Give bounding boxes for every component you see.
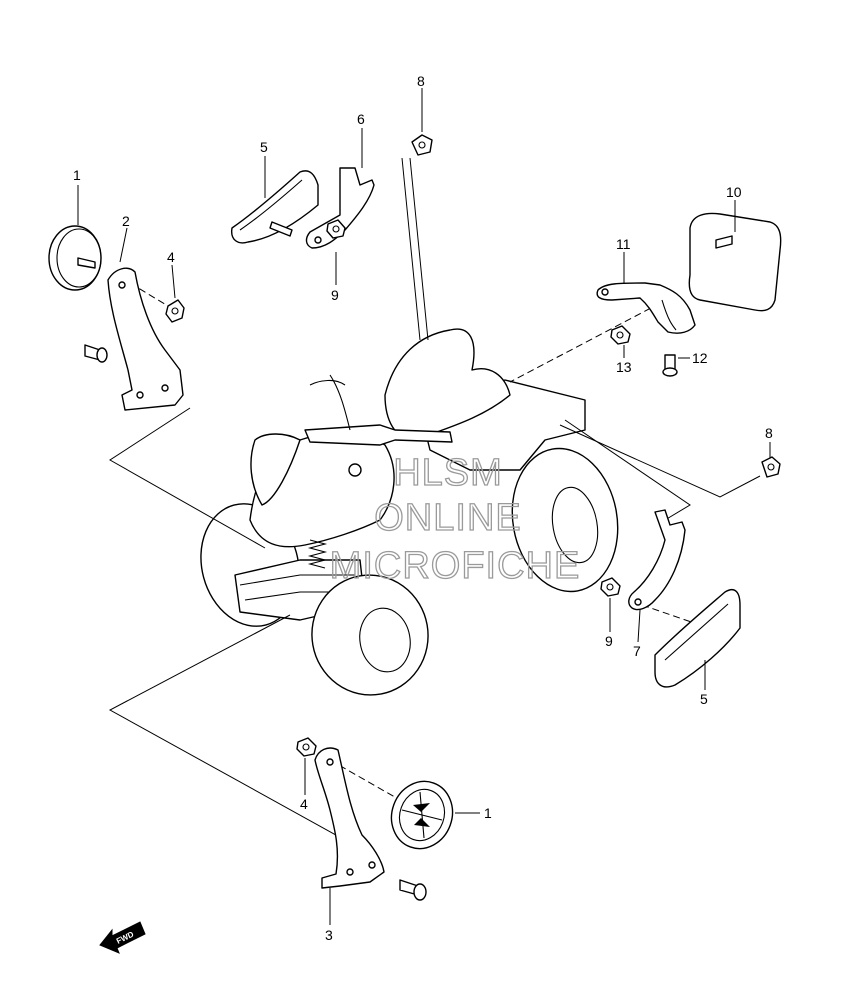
nut-right: [610, 325, 631, 345]
callout-2: 2: [122, 213, 130, 229]
callouts: 1 2 4 5 6 8 9 10 11 12 13 8 9 7 5 4 1 3: [73, 73, 773, 943]
bracket-top-left: [107, 267, 184, 411]
nut-top-center: [326, 219, 346, 239]
watermark-line-1: HLSM: [393, 452, 503, 494]
bolt-top-center: [411, 134, 433, 156]
reflector-rect-top-center: [231, 170, 319, 244]
reflector-round-top-left: [48, 225, 102, 291]
callout-5-right: 5: [700, 691, 708, 707]
callout-4-bottom: 4: [300, 796, 308, 812]
fwd-arrow-icon: FWD: [99, 921, 146, 954]
bracket-top-center: [305, 167, 375, 249]
callout-13: 13: [616, 359, 632, 375]
callout-1-bottom: 1: [484, 805, 492, 821]
nut-top-left: [165, 299, 185, 323]
callout-5-top: 5: [260, 139, 268, 155]
callout-leaders: [77, 88, 771, 925]
bolt-right: [761, 456, 781, 478]
nut-lower: [296, 737, 317, 757]
callout-9-top: 9: [331, 287, 339, 303]
watermark-line-3: MICROFICHE: [330, 545, 581, 587]
nut-right-lower: [600, 577, 621, 597]
callout-6: 6: [357, 111, 365, 127]
callout-1-top: 1: [73, 167, 81, 183]
callout-11: 11: [616, 236, 631, 252]
screw-left: [84, 344, 108, 363]
callout-3: 3: [325, 927, 333, 943]
screw-lower: [399, 879, 427, 901]
bracket-right: [628, 509, 686, 611]
atv-body: [200, 328, 619, 696]
callout-8-top: 8: [417, 73, 425, 89]
bracket-lower: [314, 747, 385, 889]
reflector-rect-right: [654, 588, 741, 688]
callout-10: 10: [726, 184, 742, 200]
reflector-rect-top-right: [688, 212, 782, 312]
watermark-line-2: ONLINE: [374, 497, 521, 539]
callout-12: 12: [692, 350, 708, 366]
callout-4-top: 4: [167, 249, 175, 265]
watermark: HLSM ONLINE MICROFICHE: [329, 451, 581, 587]
callout-8-right: 8: [765, 425, 773, 441]
callout-7: 7: [633, 643, 641, 659]
screw-right: [662, 354, 678, 377]
bracket-top-right: [596, 282, 696, 334]
reflector-round-lower: [390, 780, 454, 850]
callout-9-right: 9: [605, 633, 613, 649]
